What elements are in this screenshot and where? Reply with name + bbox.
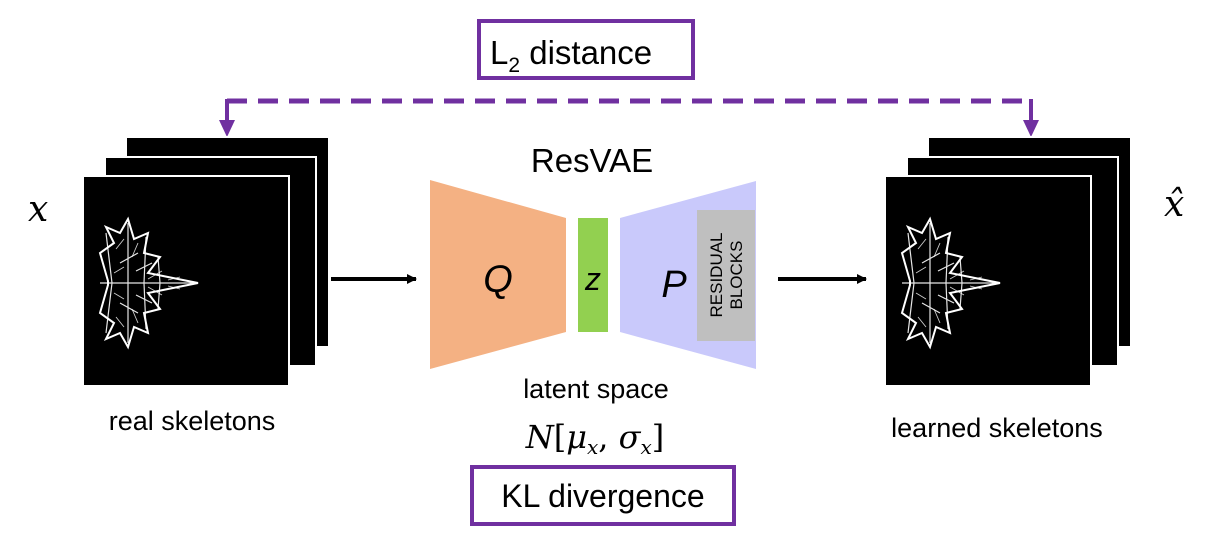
l2-subscript: 2 [508, 54, 520, 77]
l2-arrow-left [219, 120, 235, 137]
residual-blocks [697, 210, 755, 341]
real-skeletons-caption: real skeletons [109, 406, 276, 436]
kl-divergence-label: KL divergence [501, 478, 704, 514]
model-title: ResVAE [531, 142, 653, 179]
l2-distance-box: L2 distance [477, 19, 695, 80]
decoder-label: P [661, 264, 687, 306]
latent-label: z [584, 261, 601, 297]
encoder-block [430, 180, 566, 369]
l2-connection [219, 98, 1039, 137]
input-symbol: x [28, 189, 48, 230]
learned-skeletons-caption: learned skeletons [891, 413, 1103, 443]
latent-distribution: N[μx, σx] [525, 418, 665, 459]
latent-space-caption: latent space [523, 374, 669, 404]
l2-arrow-right [1023, 120, 1039, 137]
l2-distance-label: L2 distance [490, 34, 652, 77]
latent-block [578, 218, 608, 332]
residual-label-line2: BLOCKS [727, 241, 746, 310]
encoder-label: Q [483, 259, 513, 301]
output-symbol: x̂ [1164, 184, 1184, 225]
output-image-stack [884, 136, 1132, 387]
residual-label-line1: RESIDUAL [707, 232, 726, 317]
kl-divergence-box: KL divergence [470, 465, 736, 526]
input-image-stack [82, 136, 330, 387]
